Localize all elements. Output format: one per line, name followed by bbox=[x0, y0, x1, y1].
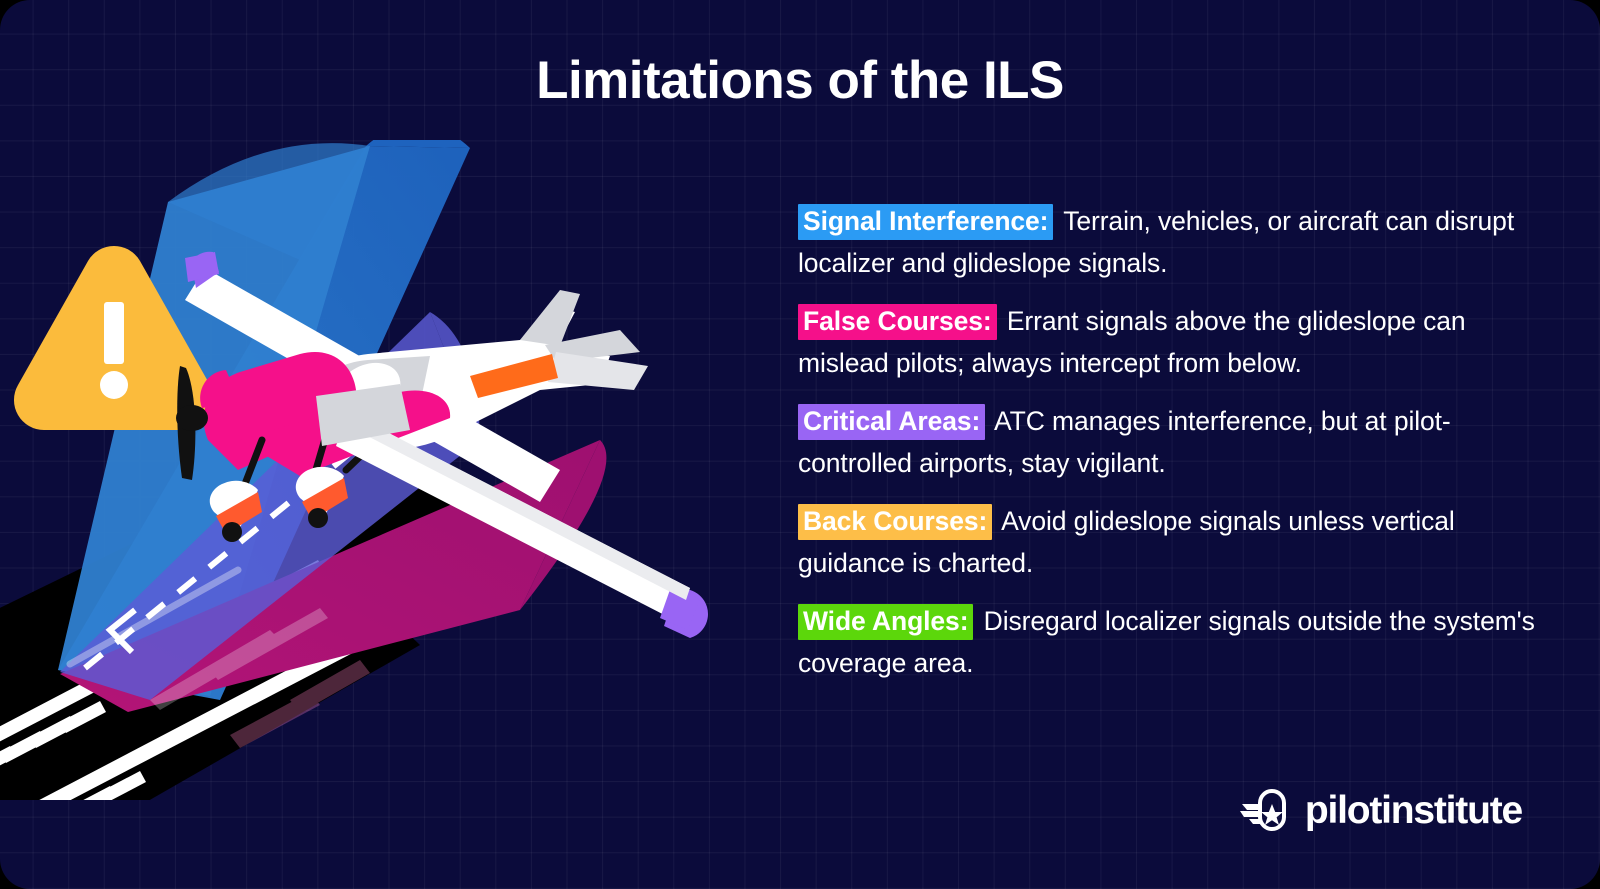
brand-name: pilotinstitute bbox=[1304, 788, 1523, 832]
limitations-list: Signal Interference: Terrain, vehicles, … bbox=[798, 200, 1558, 684]
bullet-tag-critical-areas: Critical Areas: bbox=[798, 404, 986, 440]
list-item: Signal Interference: Terrain, vehicles, … bbox=[798, 200, 1558, 284]
bullet-tag-back-courses: Back Courses: bbox=[798, 504, 993, 540]
bullet-text-critical-areas: ATC manages interference, but at pilot-c… bbox=[798, 406, 1451, 478]
brand-logo: pilotinstitute bbox=[1239, 787, 1523, 833]
propeller bbox=[176, 366, 208, 480]
list-item: Back Courses: Avoid glideslope signals u… bbox=[798, 500, 1558, 584]
list-item: False Courses: Errant signals above the … bbox=[798, 300, 1558, 384]
bullet-tag-signal-interference: Signal Interference: bbox=[798, 204, 1054, 240]
bullet-tag-false-courses: False Courses: bbox=[798, 304, 997, 340]
ils-illustration bbox=[0, 140, 790, 800]
bullet-text-back-courses: Avoid glideslope signals unless vertical… bbox=[798, 506, 1455, 578]
winged-shield-star-icon bbox=[1239, 787, 1292, 833]
bullet-text-signal-interference: Terrain, vehicles, or aircraft can disru… bbox=[798, 206, 1515, 278]
list-item: Wide Angles: Disregard localizer signals… bbox=[798, 600, 1558, 684]
single-engine-airplane bbox=[176, 251, 708, 638]
bullet-text-false-courses: Errant signals above the glideslope can … bbox=[798, 306, 1466, 378]
bullet-text-wide-angles: Disregard localizer signals outside the … bbox=[798, 606, 1535, 678]
warning-triangle-icon bbox=[13, 245, 215, 431]
bullet-tag-wide-angles: Wide Angles: bbox=[798, 604, 974, 640]
list-item: Critical Areas: ATC manages interference… bbox=[798, 400, 1558, 484]
page-title: Limitations of the ILS bbox=[536, 51, 1064, 110]
